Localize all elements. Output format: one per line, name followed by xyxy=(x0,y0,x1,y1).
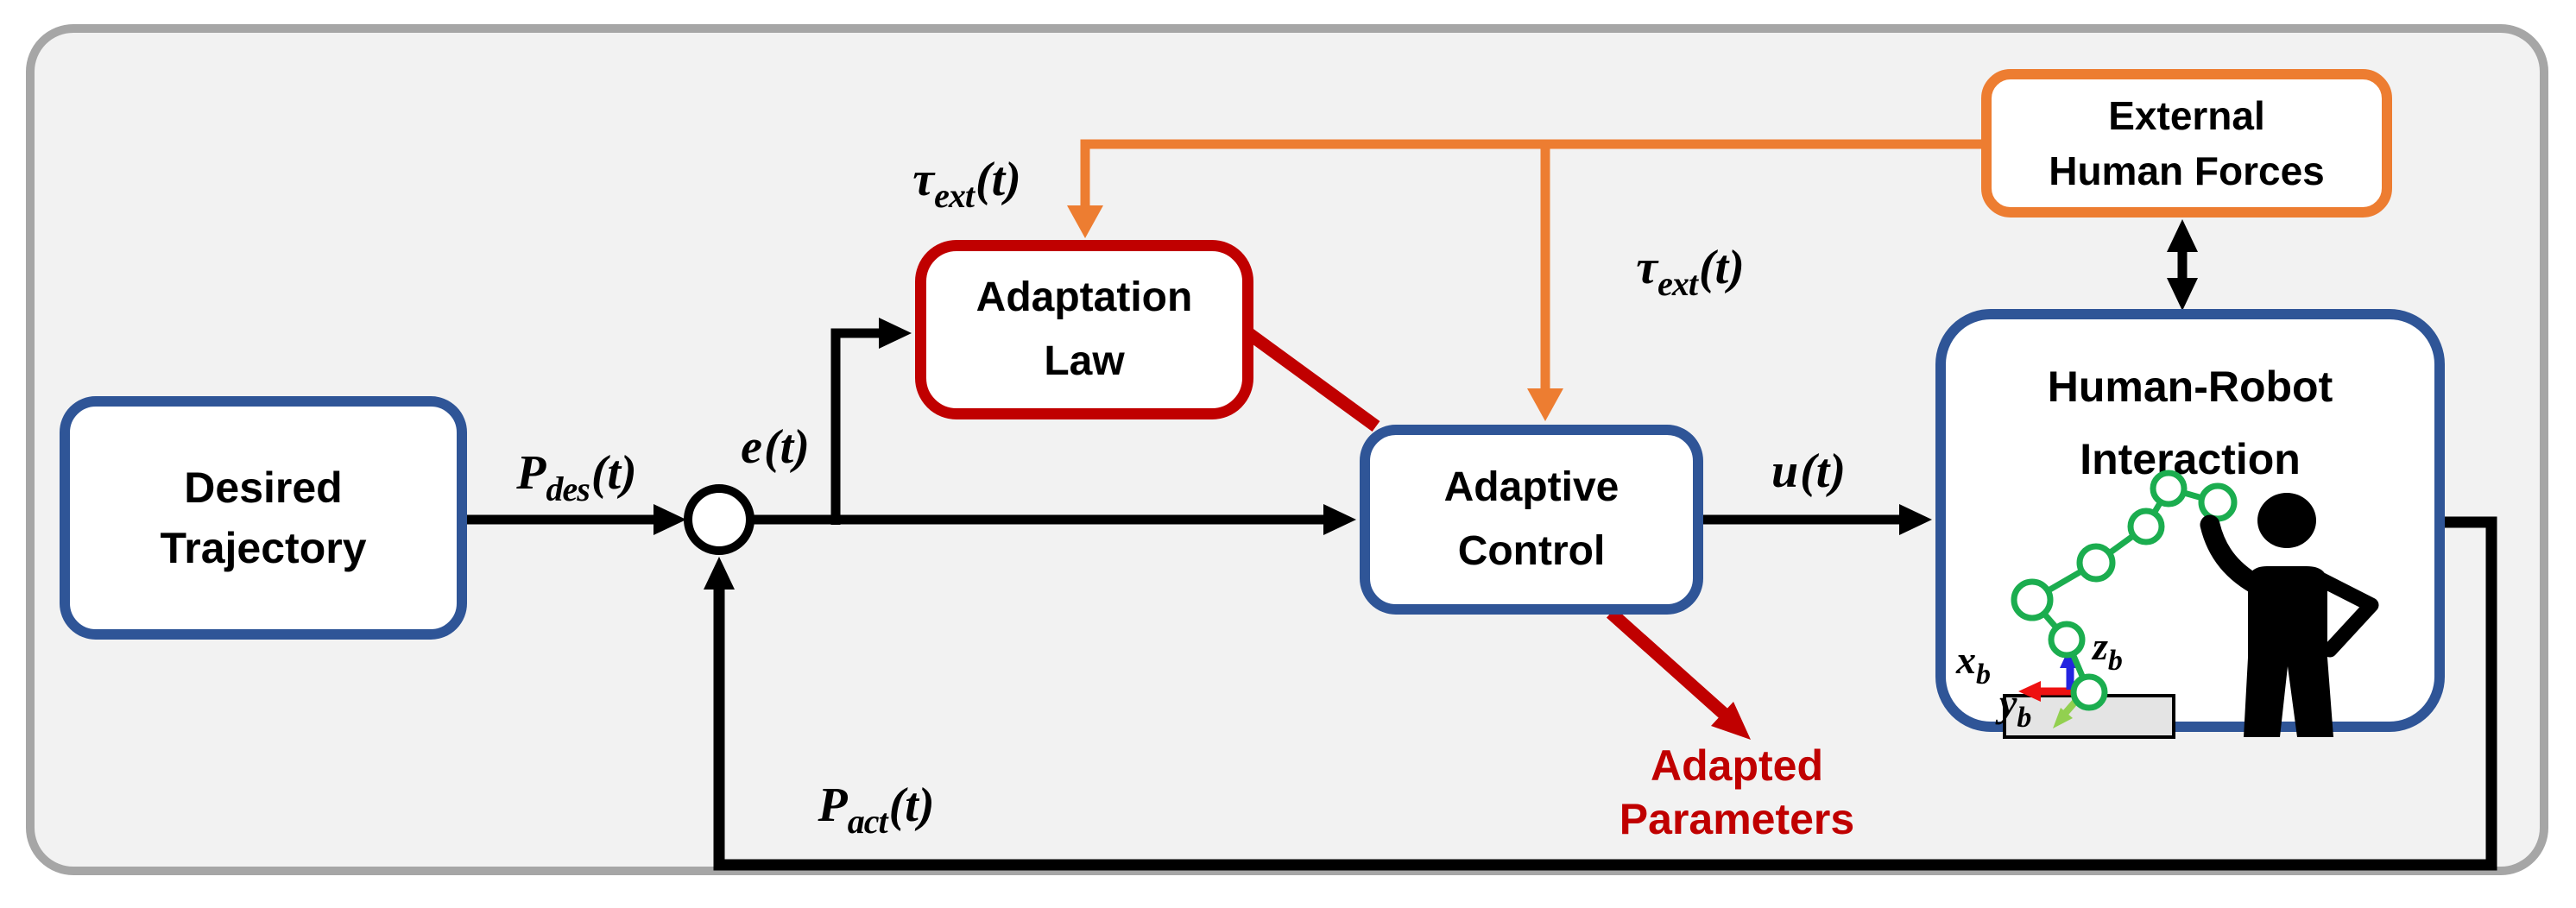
robot-joint xyxy=(2150,470,2188,508)
label-sub: act xyxy=(847,802,888,841)
label-base: z xyxy=(2093,624,2108,668)
label-base: τ xyxy=(1636,241,1658,294)
label-args: (t) xyxy=(590,446,637,500)
line-branch-to-adaptation xyxy=(830,328,881,525)
block-label-line: Interaction xyxy=(2080,435,2301,483)
label-args: (t) xyxy=(764,420,810,474)
label-tau-ext-control: τext(t) xyxy=(1636,241,1745,301)
block-label-line: Desired xyxy=(184,463,343,512)
feedback-line xyxy=(713,516,2497,871)
axis-label-x: xb xyxy=(1956,638,1991,690)
block-external-human-forces: External Human Forces xyxy=(1981,69,2392,218)
label-args: (t) xyxy=(888,779,935,832)
adapted-parameters-line: Adapted xyxy=(1650,741,1823,790)
label-base: e xyxy=(741,420,762,474)
block-adaptive-control: Adaptive Control xyxy=(1360,425,1703,615)
block-label-line: Human Forces xyxy=(2049,148,2325,193)
robot-joint xyxy=(2076,543,2116,583)
block-desired-trajectory: Desired Trajectory xyxy=(60,396,467,640)
arrowhead-into-adaptation xyxy=(879,318,912,349)
arrowhead-double-up xyxy=(2167,219,2198,252)
label-sub: b xyxy=(2017,702,2032,734)
label-base: P xyxy=(818,779,848,832)
human-head xyxy=(2257,493,2316,548)
adapted-parameters-line: Parameters xyxy=(1619,795,1855,843)
block-label-line: Adaptation xyxy=(975,274,1193,320)
label-sub: ext xyxy=(1657,264,1698,303)
robot-joint xyxy=(2127,508,2165,545)
orange-arrowhead-into-adaptive xyxy=(1527,388,1563,421)
label-u: u(t) xyxy=(1771,447,1846,495)
red-line-adaptation-to-adaptive xyxy=(1244,327,1380,432)
human-akimbo-arm xyxy=(2314,572,2379,658)
robot-joint xyxy=(2048,621,2086,659)
arrowhead-into-hri xyxy=(1899,504,1932,535)
label-base: y xyxy=(1999,681,2017,725)
label-args: (t) xyxy=(1698,241,1745,294)
arrowhead-into-adaptive xyxy=(1323,504,1356,535)
block-label-line: Human-Robot xyxy=(2047,363,2333,411)
red-line-adapted-parameters xyxy=(1607,608,1729,720)
adapted-parameters-label: Adapted Parameters xyxy=(1619,739,1854,846)
axis-label-z: zb xyxy=(2093,624,2123,676)
axis-x-arrowhead xyxy=(2018,681,2041,702)
axis-label-y: yb xyxy=(1999,681,2031,733)
label-p-des: Pdes(t) xyxy=(516,446,637,507)
label-sub: ext xyxy=(934,176,975,215)
label-sub: des xyxy=(546,470,590,508)
arrowhead-into-sum xyxy=(653,504,686,535)
block-label-line: External xyxy=(2108,93,2265,138)
arrowhead-double-down xyxy=(2167,278,2198,311)
robot-arm xyxy=(2011,470,2238,711)
axis-y-arrowhead xyxy=(2053,708,2073,728)
label-args: (t) xyxy=(1800,445,1847,498)
block-adaptation-law: Adaptation Law xyxy=(915,240,1253,419)
label-sub: b xyxy=(2107,645,2123,677)
human-torso-legs xyxy=(2244,566,2333,737)
summing-junction xyxy=(684,484,754,555)
label-sub: b xyxy=(1976,659,1991,690)
label-args: (t) xyxy=(975,153,1021,206)
red-arrowhead-adapted-parameters xyxy=(1711,702,1751,740)
orange-arrowhead-into-adaptation xyxy=(1067,205,1103,238)
block-label-line: Control xyxy=(1457,528,1606,574)
robot-arm-links xyxy=(2027,484,2219,694)
block-label-line: Trajectory xyxy=(160,524,367,572)
label-p-act: Pact(t) xyxy=(818,779,935,839)
robot-joint xyxy=(2011,578,2054,621)
block-label-line: Adaptive xyxy=(1443,464,1619,510)
robot-end-effector-joint xyxy=(2198,482,2238,522)
robot-joint xyxy=(2070,673,2108,711)
block-label-line: Law xyxy=(1044,338,1125,384)
label-base: x xyxy=(1956,638,1976,682)
label-base: P xyxy=(516,446,546,500)
human-figure-icon xyxy=(2200,493,2379,737)
label-tau-ext-adaptation: τext(t) xyxy=(912,153,1021,213)
orange-line-tau-main xyxy=(1080,139,1983,209)
arrowhead-feedback-into-sum xyxy=(704,557,735,590)
label-base: u xyxy=(1771,445,1799,498)
block-human-robot-interaction: Human-Robot Interaction xyxy=(1935,309,2445,732)
label-e: e(t) xyxy=(741,423,810,471)
label-base: τ xyxy=(912,153,935,206)
